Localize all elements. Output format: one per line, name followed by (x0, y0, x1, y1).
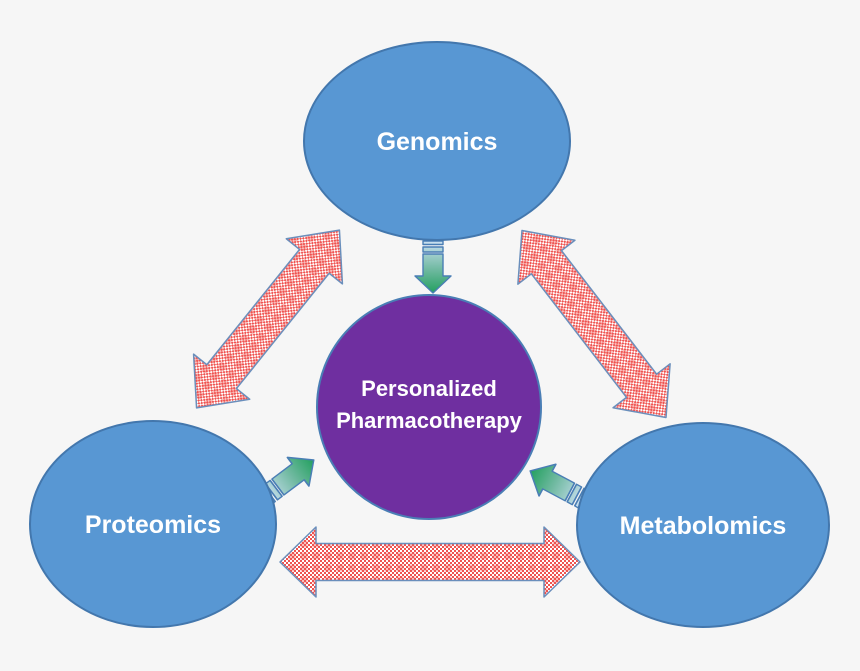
metabolomics-label: Metabolomics (620, 512, 787, 540)
proteomics-label: Proteomics (85, 511, 221, 539)
metabolomics-ellipse (576, 422, 830, 628)
genomics-ellipse (303, 41, 571, 241)
arrow-genomics-proteomics (192, 229, 344, 409)
genomics-label: Genomics (377, 128, 498, 156)
arrow-genomics-metabolomics (517, 229, 671, 419)
proteomics-node: Proteomics (29, 420, 277, 628)
center-node: Personalized Pharmacotherapy (316, 294, 542, 520)
center-label-line2: Pharmacotherapy (336, 408, 523, 433)
center-label-line1: Personalized (361, 376, 497, 401)
arrow-proteomics-metabolomics (279, 526, 581, 598)
genomics-node: Genomics (303, 41, 571, 241)
metabolomics-node: Metabolomics (576, 422, 830, 628)
center-circle (316, 294, 542, 520)
proteomics-ellipse (29, 420, 277, 628)
